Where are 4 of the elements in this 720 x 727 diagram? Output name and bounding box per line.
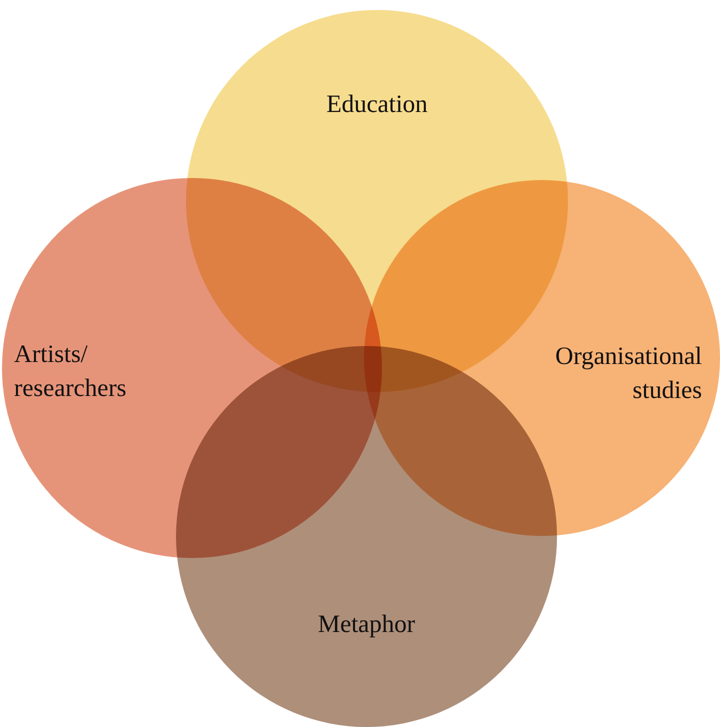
circle-label: Organisational studies xyxy=(554,342,702,406)
circle-label: Artists/ researchers xyxy=(14,340,128,404)
circle-label: Education xyxy=(325,90,429,120)
circle-label: Metaphor xyxy=(316,610,416,640)
